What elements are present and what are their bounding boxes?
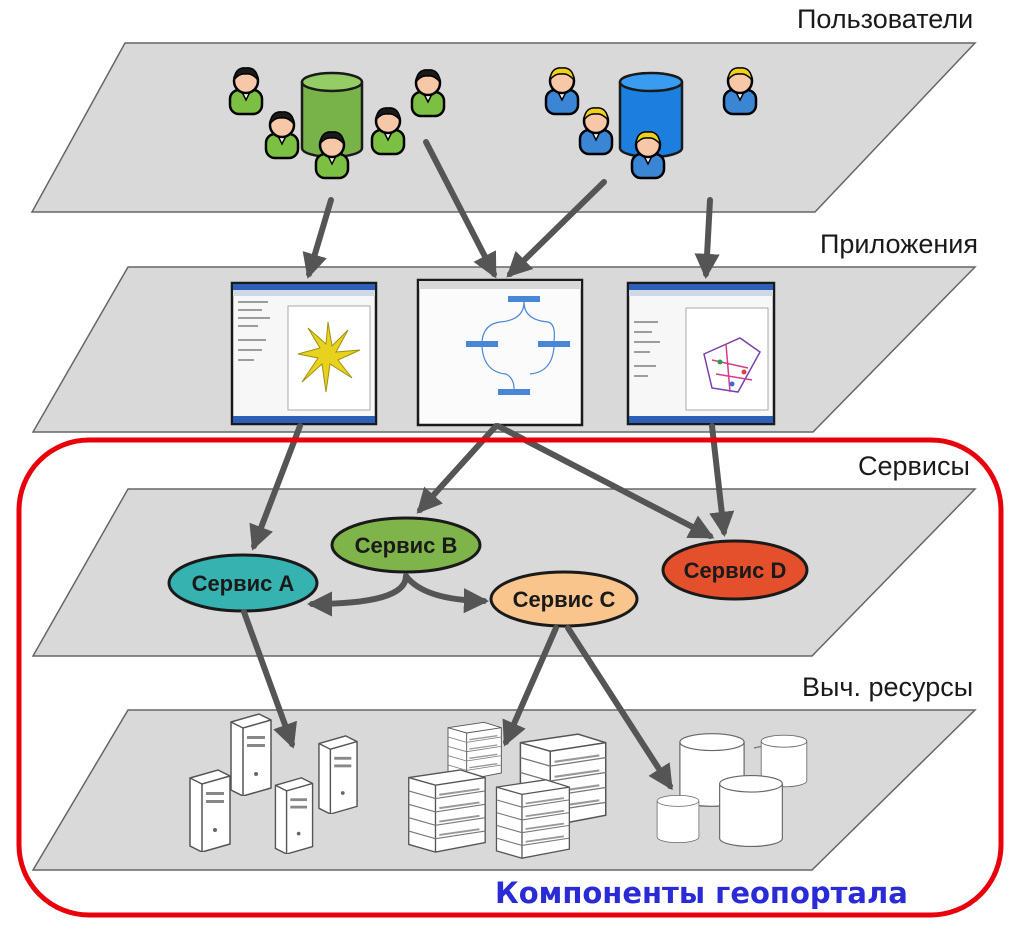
service-b-label: Сервис В: [355, 533, 458, 558]
service-a-label: Сервис А: [192, 571, 295, 596]
server-tower-icon: [230, 713, 272, 796]
server-tower-icon: [189, 769, 231, 852]
application-window-center: [416, 278, 584, 427]
geoportal-caption: Компоненты геопортала: [495, 876, 908, 910]
server-rack-icon: [407, 768, 487, 854]
user-icon: [544, 66, 580, 116]
service-c-label: Сервис С: [513, 587, 616, 612]
service-b-node[interactable]: [330, 516, 482, 574]
user-icon: [370, 106, 406, 156]
server-tower-icon: [274, 777, 314, 854]
green-user-group: [228, 66, 446, 180]
storage-databases: [656, 733, 808, 848]
user-icon: [578, 106, 614, 156]
blue-user-group: [544, 66, 758, 180]
database-icon: [719, 774, 783, 848]
user-icon: [630, 130, 666, 180]
users-plane: [30, 42, 977, 213]
layer-label-apps: Приложения: [820, 229, 978, 259]
user-icon: [264, 110, 300, 160]
database-icon: [656, 794, 700, 844]
server-rack-icon: [495, 778, 571, 860]
application-window-right: [626, 281, 776, 426]
user-icon: [228, 66, 264, 116]
connection-arrows: [241, 139, 735, 791]
service-d-label: Сервис D: [684, 558, 787, 583]
blue-database-icon: [618, 71, 684, 159]
user-icon: [410, 68, 446, 118]
layer-label-users: Пользователи: [797, 4, 974, 34]
layer-label-resources: Выч. ресурсы: [802, 672, 974, 702]
service-c-node[interactable]: [489, 570, 639, 628]
user-icon: [722, 66, 758, 116]
service-d-node[interactable]: [661, 539, 809, 601]
layer-label-services: Сервисы: [858, 451, 970, 481]
application-window-left: [230, 281, 378, 426]
server-tower-icon: [318, 735, 358, 814]
user-icon: [314, 130, 350, 180]
geoportal-frame: [16, 437, 1004, 918]
